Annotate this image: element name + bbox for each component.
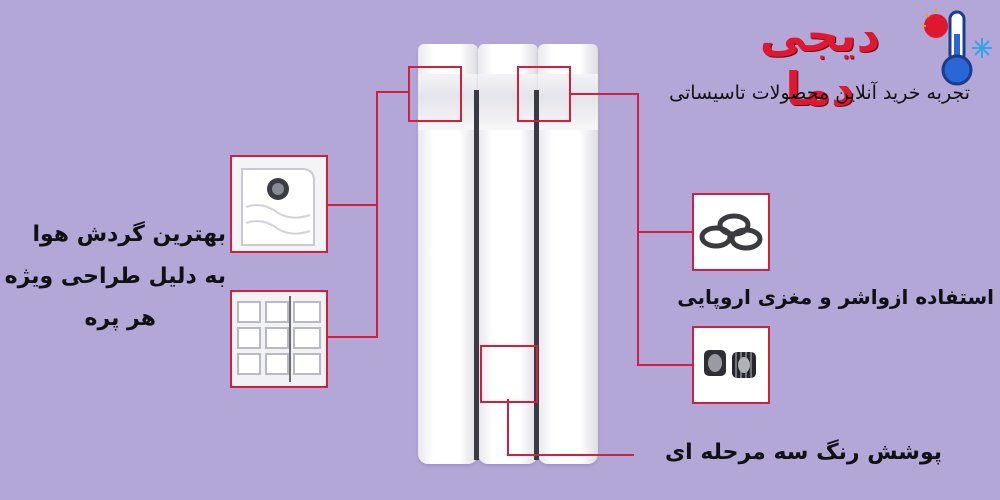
tile-gaskets <box>692 193 770 271</box>
leader-line <box>376 91 408 93</box>
thermometer-icon <box>922 8 992 86</box>
radiator-section-2 <box>478 44 538 464</box>
leader-line <box>637 93 639 365</box>
leader-line <box>637 364 692 366</box>
leader-line <box>328 336 378 338</box>
logo-title: دیجی دما <box>759 8 881 116</box>
tile-section-top-detail <box>230 155 328 253</box>
leader-line <box>507 454 634 456</box>
feature-airflow-line1: بهترین گردش هوا <box>32 222 226 247</box>
leader-line <box>569 93 638 95</box>
logo-subtitle: تجربه خرید آنلاین محصولات تاسیساتی <box>669 82 970 104</box>
radiator-grid-image <box>232 292 326 386</box>
radiator-fin-image <box>232 157 326 251</box>
radiator-gap <box>534 90 539 460</box>
feature-airflow-line2: به دلیل طراحی ویژه <box>4 264 226 289</box>
feature-gaskets: استفاده ازواشر و مغزی اروپایی <box>677 285 994 309</box>
tile-section-grid-detail <box>230 290 328 388</box>
feature-paint: پوشش رنگ سه مرحله ای <box>664 440 942 465</box>
leader-line <box>328 204 378 206</box>
threaded-nipples-image <box>694 328 768 402</box>
gasket-rings-image <box>694 195 768 269</box>
leader-line <box>637 231 692 233</box>
highlight-top-left <box>408 66 462 122</box>
leader-line <box>376 91 378 337</box>
radiator-gap <box>474 90 479 460</box>
radiator-section-3 <box>538 44 598 464</box>
highlight-paint <box>480 345 538 403</box>
highlight-top-right <box>517 66 571 122</box>
tile-nipples <box>692 326 770 404</box>
feature-airflow-line3: هر پره <box>84 306 156 331</box>
radiator-section-1 <box>418 44 478 464</box>
leader-line <box>507 399 509 455</box>
